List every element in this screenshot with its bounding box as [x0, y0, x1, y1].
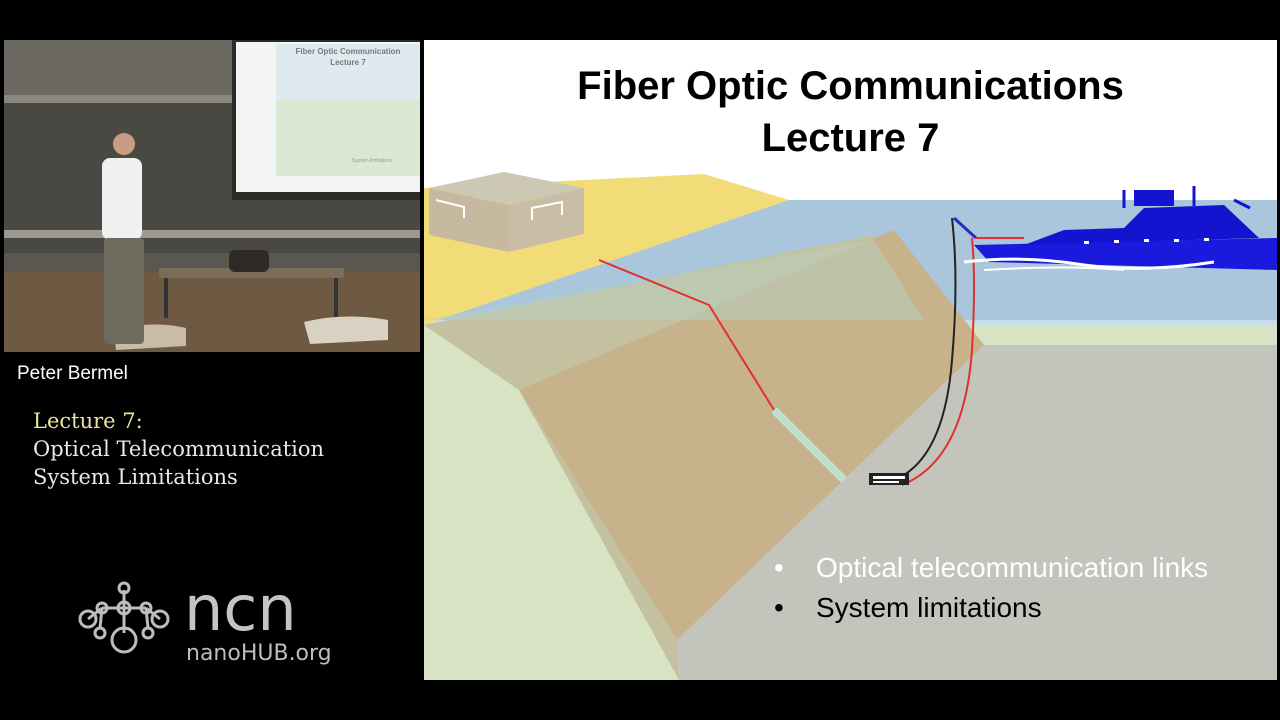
ncn-nanohub-logo: ncn nanoHUB.org [78, 578, 332, 666]
ncn-wordmark: ncn [184, 578, 297, 645]
lecture-title-line2: System Limitations [33, 465, 238, 489]
ship-cabin [1024, 205, 1259, 245]
bag [229, 250, 269, 272]
trench-slope [519, 230, 984, 640]
recovery-line [893, 217, 957, 481]
lecture-video: Fiber Optic Communication Lecture 7 Syst… [4, 40, 420, 352]
cable-sleeve [771, 407, 847, 483]
speaker-shirt [102, 158, 142, 240]
slide-title-line1: Fiber Optic Communications [577, 64, 1124, 108]
lecture-number: Lecture 7: [33, 409, 143, 433]
speaker-pants [104, 238, 144, 344]
screen-title-2: Lecture 7 [330, 58, 366, 67]
slide-title-line2: Lecture 7 [761, 116, 940, 160]
chair-seat [304, 316, 388, 344]
classroom-scene: Fiber Optic Communication Lecture 7 Syst… [4, 40, 420, 352]
wake [963, 257, 1215, 270]
screen-bullet: System limitations [352, 158, 393, 164]
speaker-name: Peter Bermel [17, 363, 128, 384]
nanohub-url: nanoHUB.org [186, 641, 332, 666]
ocean-floor [677, 345, 1277, 680]
bullet-dot: • [774, 552, 784, 583]
bullet-text-2: System limitations [816, 592, 1042, 623]
ship-crane [952, 216, 978, 240]
molecule-icon [78, 581, 170, 654]
desk [159, 268, 344, 278]
lift-cable [901, 237, 975, 486]
bullet-dot: • [774, 592, 784, 623]
speaker-head [113, 133, 135, 155]
lecture-title-line1: Optical Telecommunication [33, 437, 325, 461]
buried-cable [598, 259, 775, 411]
undersea-cable-illustration [424, 172, 1277, 680]
presentation-slide: Fiber Optic Communications Lecture 7 • Op… [424, 40, 1277, 680]
bullet-text-1: Optical telecommunication links [816, 552, 1209, 583]
screen-title-1: Fiber Optic Communication [296, 47, 401, 56]
building-roof [429, 172, 584, 205]
bullet-item-1: • Optical telecommunication links [774, 552, 1208, 584]
bullet-item-2: • System limitations [774, 592, 1042, 624]
